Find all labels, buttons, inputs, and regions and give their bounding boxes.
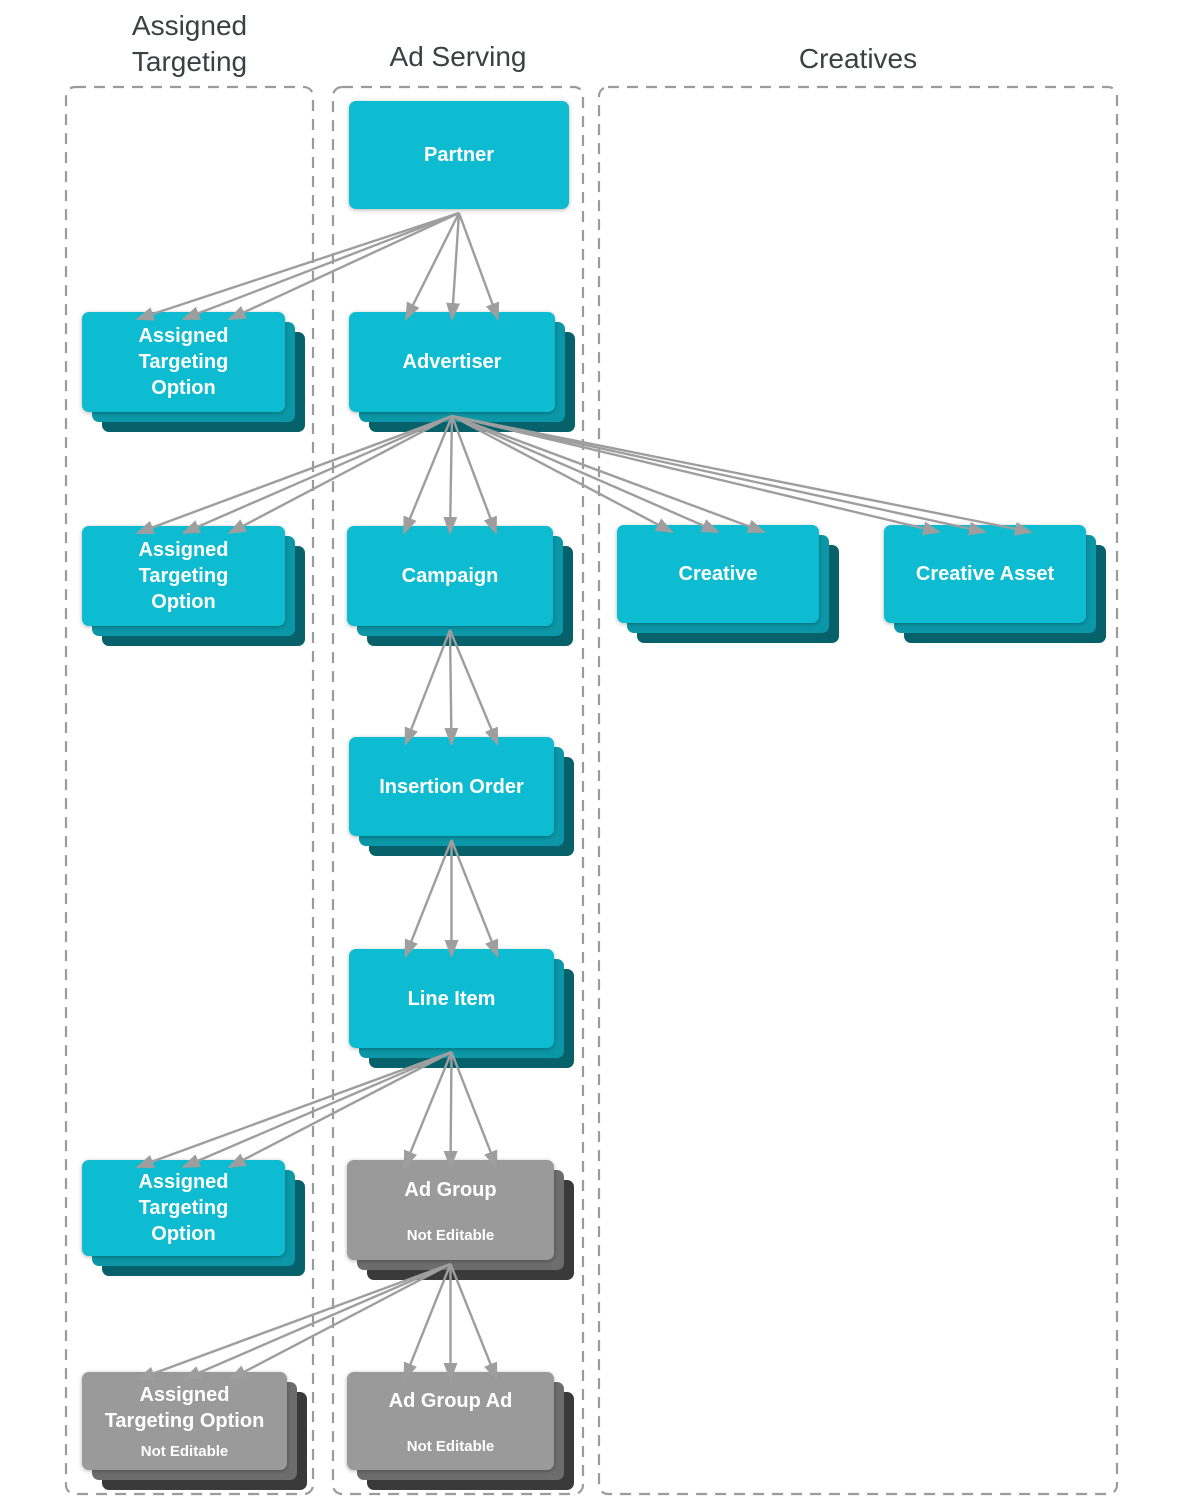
advertiser-label: Advertiser: [402, 351, 502, 373]
node-line-item: Line Item: [349, 949, 574, 1068]
column-title-assigned-targeting: Assigned Targeting: [131, 10, 248, 77]
ad-group-ad-box: Ad Group Ad Not Editable: [347, 1372, 554, 1470]
node-assigned-targeting-option-2: Assigned Targeting Option: [82, 526, 305, 646]
column-title-ad-serving: Ad Serving: [389, 41, 527, 72]
insertion-order-label: Insertion Order: [379, 775, 524, 798]
node-campaign: Campaign: [347, 526, 573, 646]
partner-label: Partner: [423, 144, 495, 166]
assigned-targeting-option-box: Assigned Targeting Option: [82, 312, 285, 412]
node-ad-group: Ad Group Not Editable: [347, 1160, 574, 1280]
creative-asset-label: Creative Asset: [915, 563, 1055, 585]
creative-asset-box: Creative Asset: [884, 525, 1086, 623]
node-insertion-order: Insertion Order: [349, 737, 574, 856]
assigned-targeting-option-label: Assigned Targeting Option: [138, 325, 229, 399]
ad-group-box: Ad Group Not Editable: [347, 1160, 554, 1260]
node-assigned-targeting-option-1: Assigned Targeting Option: [82, 312, 305, 432]
node-partner: Partner: [349, 101, 569, 209]
insertion-order-box: Insertion Order: [349, 737, 554, 836]
advertiser-box: Advertiser: [349, 312, 555, 412]
assigned-targeting-option-box: Assigned Targeting Option: [82, 526, 285, 626]
line-item-label: Line Item: [407, 987, 496, 1010]
creative-box: Creative: [617, 525, 819, 623]
node-creative: Creative: [617, 525, 839, 643]
campaign-box: Campaign: [347, 526, 553, 626]
assigned-targeting-option-label: Assigned Targeting Option: [138, 539, 229, 613]
not-editable-badge: Not Editable: [406, 1226, 495, 1244]
partner-box: Partner: [349, 101, 569, 209]
assigned-targeting-option-label: Assigned Targeting Option: [104, 1384, 265, 1432]
creative-label: Creative: [678, 563, 758, 585]
not-editable-badge: Not Editable: [140, 1443, 229, 1460]
campaign-label: Campaign: [401, 565, 499, 587]
assigned-targeting-option-not-editable-box: Assigned Targeting Option Not Editable: [82, 1372, 287, 1470]
assigned-targeting-option-label: Assigned Targeting Option: [138, 1171, 229, 1245]
assigned-targeting-option-box: Assigned Targeting Option: [82, 1160, 285, 1256]
node-ad-group-ad: Ad Group Ad Not Editable: [347, 1372, 574, 1490]
ad-group-label: Ad Group: [404, 1178, 497, 1201]
node-assigned-targeting-option-not-editable: Assigned Targeting Option Not Editable: [82, 1372, 307, 1490]
column-title-creatives: Creatives: [798, 43, 918, 74]
node-assigned-targeting-option-3: Assigned Targeting Option: [82, 1160, 305, 1276]
line-item-box: Line Item: [349, 949, 554, 1048]
ad-group-ad-label: Ad Group Ad: [388, 1389, 513, 1412]
not-editable-badge: Not Editable: [406, 1437, 495, 1455]
node-creative-asset: Creative Asset: [884, 525, 1106, 643]
node-advertiser: Advertiser: [349, 312, 575, 432]
